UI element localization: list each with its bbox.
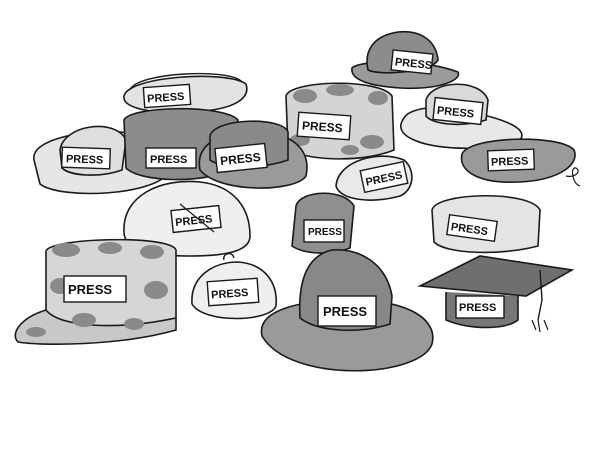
press-card-label: PRESS [459, 302, 496, 314]
press-card-label: PRESS [450, 221, 489, 238]
dome-hat: PRESS [335, 155, 413, 201]
bucket-hat-center: PRESS [198, 120, 308, 189]
camouflage-bucket-hat: PRESS [285, 82, 395, 160]
press-card-label: PRESS [175, 213, 213, 229]
press-card-label: PRESS [394, 56, 432, 72]
press-card-label: PRESS [66, 153, 104, 166]
press-card-label: PRESS [491, 155, 529, 168]
floppy-hat: PRESS [400, 83, 523, 150]
skullcap: PRESS [191, 252, 277, 320]
press-card-label: PRESS [323, 304, 367, 319]
fedora-hat: PRESS [351, 31, 460, 90]
press-card-label: PRESS [211, 287, 249, 302]
wide-brim-hat: PRESS [260, 249, 434, 372]
bucket-hat-right: PRESS [431, 194, 541, 254]
mortarboard: PRESS [417, 255, 575, 333]
press-card-label: PRESS [150, 154, 187, 166]
bucket-hat-top: PRESS [123, 72, 248, 114]
press-card-label: PRESS [301, 118, 343, 135]
press-card-label: PRESS [436, 105, 474, 121]
beret: PRESS [460, 138, 581, 187]
press-card-label: PRESS [308, 227, 342, 238]
press-card-label: PRESS [219, 150, 261, 168]
camouflage-cap: PRESS [14, 238, 177, 346]
press-card-label: PRESS [68, 282, 112, 297]
press-card-label: PRESS [147, 91, 185, 106]
fez: PRESS [291, 192, 355, 254]
